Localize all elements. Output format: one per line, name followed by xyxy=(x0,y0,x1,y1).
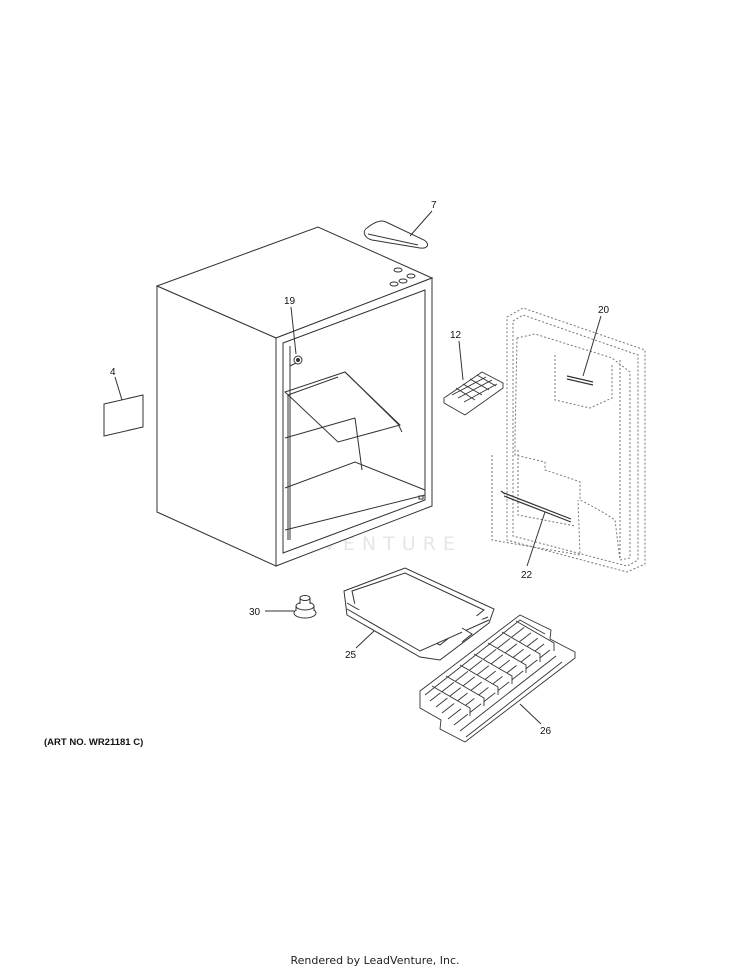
callout-30: 30 xyxy=(249,607,261,618)
part-4-label xyxy=(103,394,144,437)
callout-26: 26 xyxy=(540,726,552,737)
part-20-door-bar xyxy=(566,375,594,386)
callout-22: 22 xyxy=(521,570,533,581)
part-22-door-bar xyxy=(500,490,572,523)
part-12-ice-tray xyxy=(443,371,504,416)
callout-25: 25 xyxy=(345,650,357,661)
footer-credit: Rendered by LeadVenture, Inc. xyxy=(290,954,460,967)
callout-7: 7 xyxy=(431,200,437,211)
art-number: (ART NO. WR21181 C) xyxy=(44,737,144,748)
callout-20: 20 xyxy=(598,305,610,316)
part-30-foot xyxy=(293,595,317,619)
cabinet xyxy=(155,226,434,567)
door xyxy=(491,307,646,573)
part-25-drip-tray xyxy=(343,567,495,661)
leader-lines xyxy=(114,210,602,725)
callout-4: 4 xyxy=(110,367,116,378)
part-19-thermostat xyxy=(289,355,303,367)
part-26-grille xyxy=(419,614,576,743)
part-7-cover xyxy=(363,220,428,249)
callout-12: 12 xyxy=(450,330,462,341)
callout-19: 19 xyxy=(284,296,296,307)
